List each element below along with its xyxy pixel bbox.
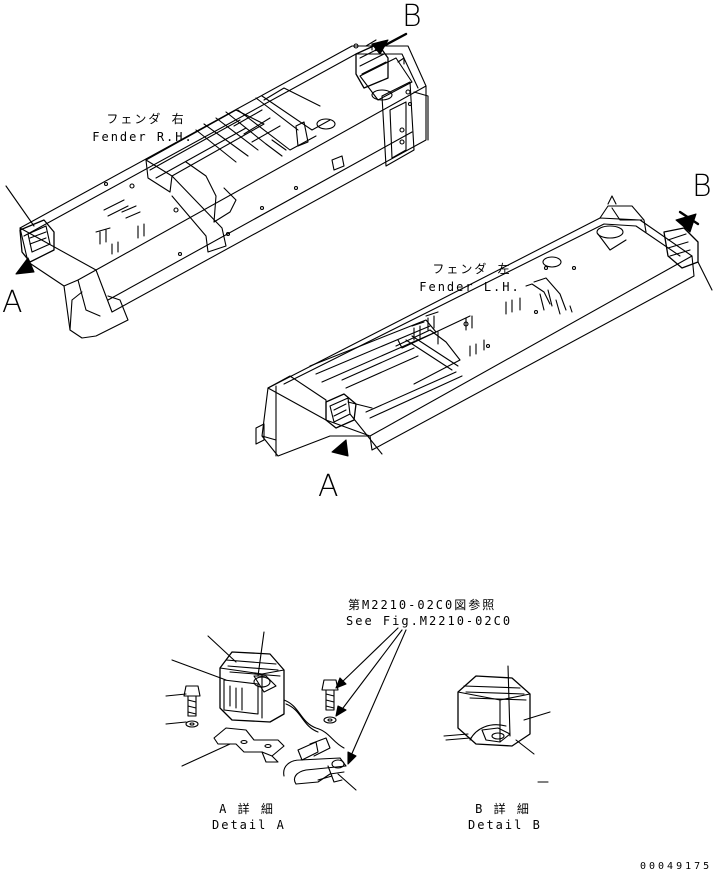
view-letter-a-lower: A: [318, 469, 339, 504]
view-letter-b-lower: B: [692, 169, 712, 204]
detail-b-title-en: Detail B: [468, 818, 542, 832]
view-letter-b-upper: B: [402, 0, 422, 34]
detail-a-title-jp: A 詳 細: [219, 802, 275, 816]
detail-b-drawing: [443, 665, 551, 783]
view-letter-a-upper: A: [2, 285, 23, 320]
detail-a-title-en: Detail A: [212, 818, 286, 832]
fender-lh-label-jp: フェンダ 左: [432, 262, 512, 276]
fender-lh-drawing: [255, 195, 713, 457]
fender-rh-label-en: Fender R.H.: [92, 130, 194, 144]
drawing-number: 00049175: [640, 861, 713, 872]
detail-a-drawing: [165, 627, 407, 791]
reference-label-en: See Fig.M2210-02C0: [346, 614, 513, 628]
fender-rh-label-jp: フェンダ 右: [106, 112, 186, 126]
detail-b-title-jp: B 詳 細: [475, 802, 531, 816]
fender-lh-label-en: Fender L.H.: [419, 280, 521, 294]
fender-rh-drawing: [5, 32, 429, 339]
reference-label-jp: 第M2210-02C0図参照: [348, 598, 497, 612]
